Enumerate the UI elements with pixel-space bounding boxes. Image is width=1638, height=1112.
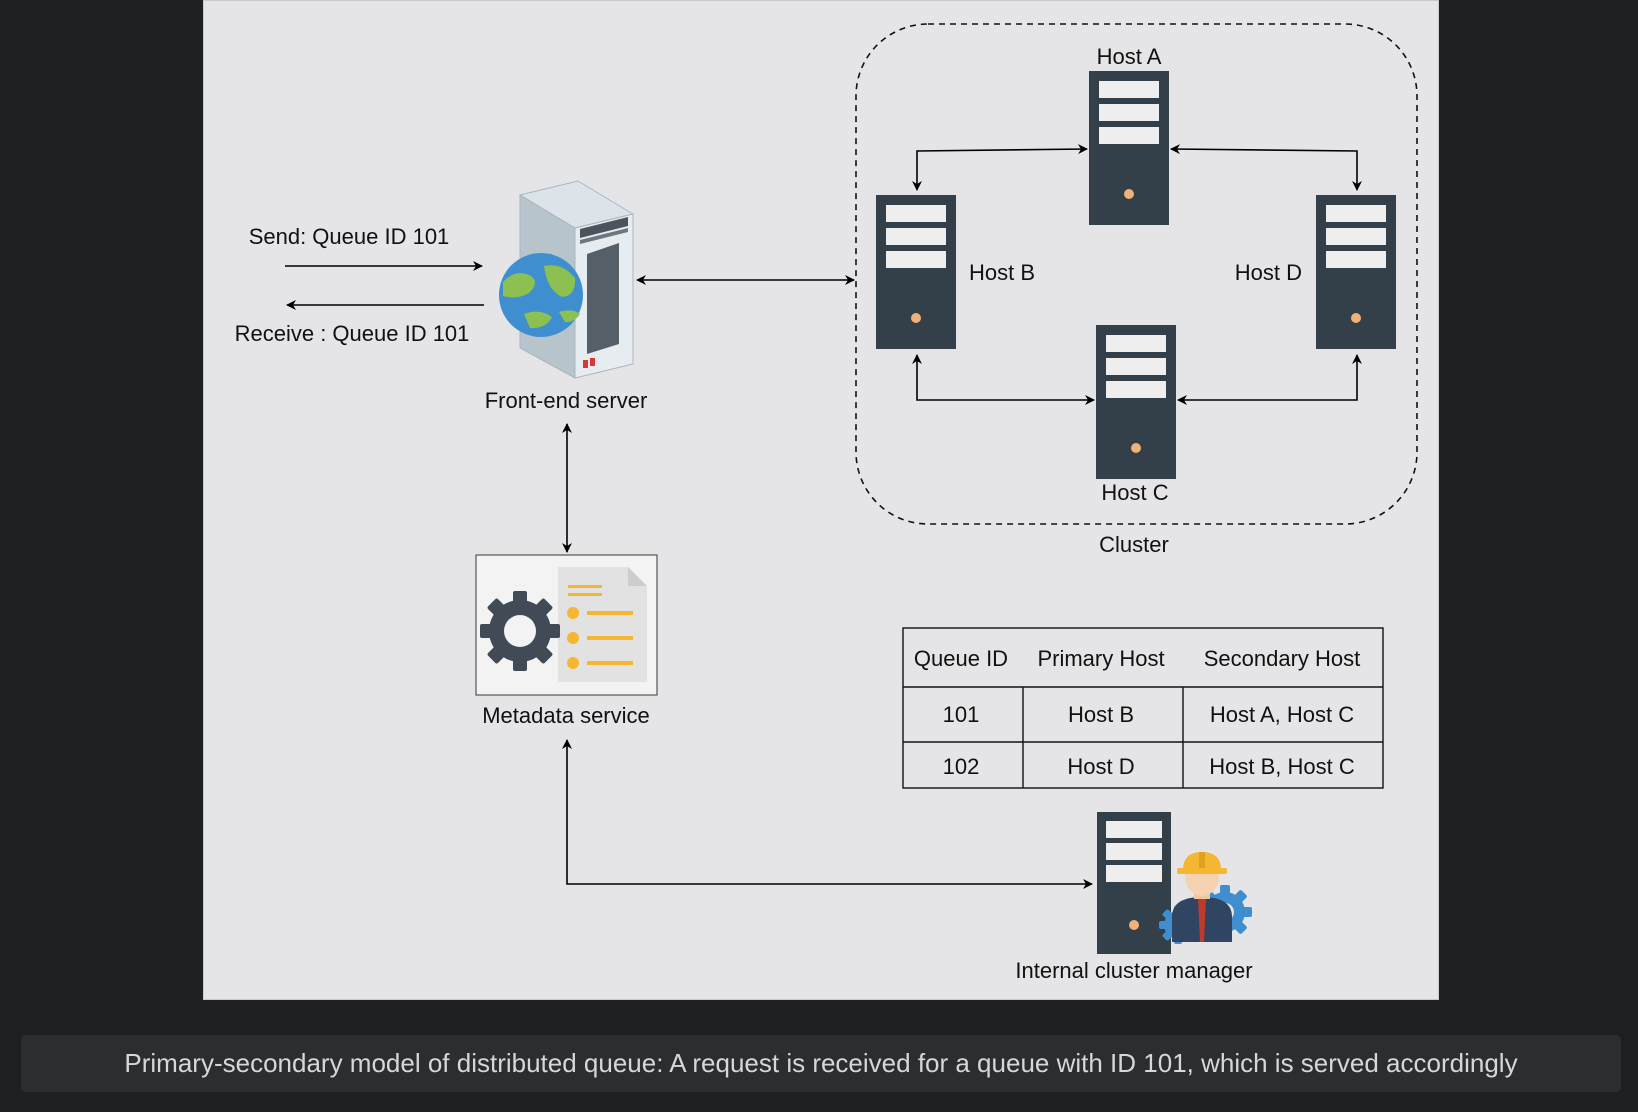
front-end-server-label: Front-end server [485, 388, 648, 413]
host-d-label: Host D [1235, 260, 1302, 285]
arrow-host-b-host-c [912, 354, 1095, 405]
engineer-icon [1159, 852, 1252, 944]
table-cell: Host A, Host C [1210, 702, 1354, 727]
table-header-primary-host: Primary Host [1037, 646, 1164, 671]
arrow-host-c-host-d [1177, 354, 1362, 405]
host-b-server-icon [876, 195, 956, 349]
figure-caption: Primary-secondary model of distributed q… [21, 1035, 1621, 1092]
arrow-host-a-host-d [1170, 144, 1362, 191]
cluster-manager-server-icon [1097, 812, 1171, 954]
host-a-label: Host A [1097, 44, 1162, 69]
cluster-manager-label: Internal cluster manager [1015, 958, 1252, 983]
table-header-queue-id: Queue ID [914, 646, 1008, 671]
arrow-metadata-cluster-manager [562, 739, 1093, 889]
host-c-server-icon [1096, 325, 1176, 479]
table-cell: 101 [943, 702, 980, 727]
front-end-server-icon [499, 180, 635, 379]
table-cell: Host B, Host C [1209, 754, 1355, 779]
send-label: Send: Queue ID 101 [249, 224, 450, 249]
arrow-host-b-host-a [912, 144, 1088, 191]
table-header-secondary-host: Secondary Host [1204, 646, 1361, 671]
host-d-server-icon [1316, 195, 1396, 349]
receive-label: Receive : Queue ID 101 [235, 321, 470, 346]
host-a-server-icon [1089, 71, 1169, 225]
cluster-boundary [855, 23, 1418, 525]
host-b-label: Host B [969, 260, 1035, 285]
table-cell: 102 [943, 754, 980, 779]
table-cell: Host D [1067, 754, 1134, 779]
table-cell: Host B [1068, 702, 1134, 727]
metadata-service-label: Metadata service [482, 703, 650, 728]
queue-mapping-table [902, 627, 1384, 789]
metadata-service-icon [475, 554, 658, 696]
cluster-label: Cluster [1099, 532, 1169, 557]
host-c-label: Host C [1101, 480, 1168, 505]
